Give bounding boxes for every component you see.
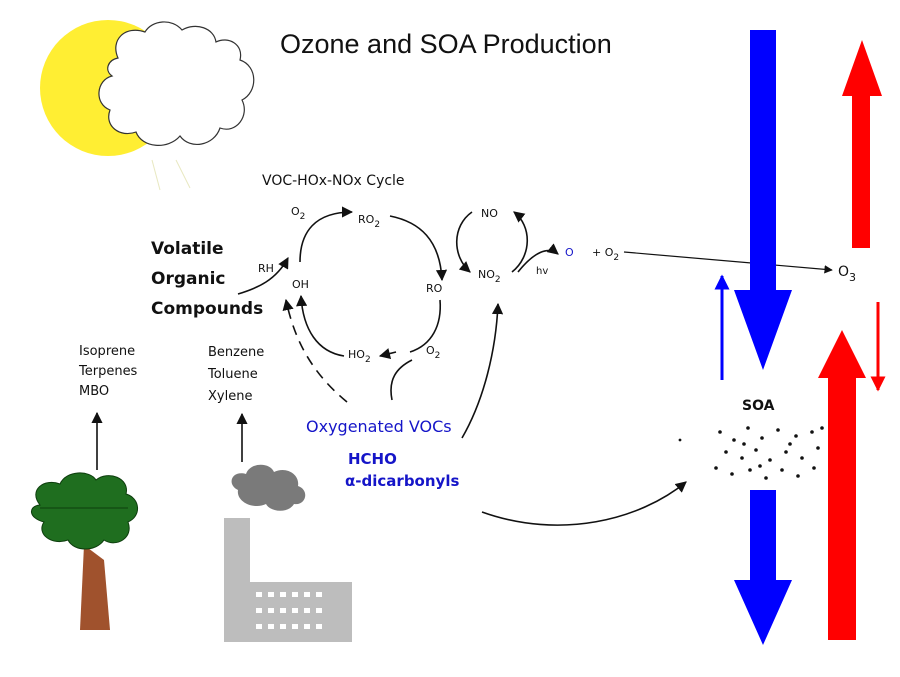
soa-down-arrow-bottom xyxy=(734,490,792,645)
species-ho2: HO2 xyxy=(348,348,371,365)
hcho-label: HCHO xyxy=(348,450,397,468)
nox-cycle-arrows xyxy=(456,211,833,526)
soa-label: SOA xyxy=(742,398,775,414)
species-no2: NO2 xyxy=(478,268,501,285)
label-hv: hv xyxy=(536,266,548,277)
oxygenated-vocs-label: Oxygenated VOCs xyxy=(306,417,452,436)
voc-label-line3: Compounds xyxy=(151,299,263,319)
species-plus-o2: + O2 xyxy=(592,246,619,263)
sun-rays xyxy=(151,159,191,191)
dicarbonyls-label: α-dicarbonyls xyxy=(345,472,459,490)
species-o-atom: O xyxy=(565,246,574,259)
cycle-title: VOC-HOx-NOx Cycle xyxy=(262,173,405,189)
soa-down-arrow-top xyxy=(734,30,792,370)
biogenic-item-isoprene: Isoprene xyxy=(79,344,135,359)
anthro-item-toluene: Toluene xyxy=(207,367,258,382)
species-no: NO xyxy=(481,207,498,220)
cloud-icon xyxy=(98,21,255,146)
ozone-up-arrow-top xyxy=(842,40,882,248)
hox-cycle-arrows xyxy=(237,206,448,401)
species-rh: RH xyxy=(258,262,274,275)
diagram-title: Ozone and SOA Production xyxy=(280,29,612,59)
voc-label-line2: Organic xyxy=(151,269,225,289)
voc-label-line1: Volatile xyxy=(151,239,224,259)
species-o3: O3 xyxy=(838,264,856,284)
factory-icon xyxy=(224,464,352,642)
ozone-up-arrow-bottom xyxy=(818,330,866,640)
species-o2-right: O2 xyxy=(426,344,440,361)
species-o2-top: O2 xyxy=(291,205,305,222)
species-ro2: RO2 xyxy=(358,213,380,230)
anthro-item-benzene: Benzene xyxy=(208,345,264,360)
anthro-item-xylene: Xylene xyxy=(208,389,252,404)
biogenic-item-terpenes: Terpenes xyxy=(78,364,138,379)
species-ro: RO xyxy=(426,282,443,295)
biogenic-item-mbo: MBO xyxy=(79,384,109,399)
ovoc-oh-dashed-arrow xyxy=(282,298,348,403)
species-oh: OH xyxy=(292,278,309,291)
tree-icon xyxy=(31,472,138,630)
soa-particles xyxy=(678,426,824,480)
